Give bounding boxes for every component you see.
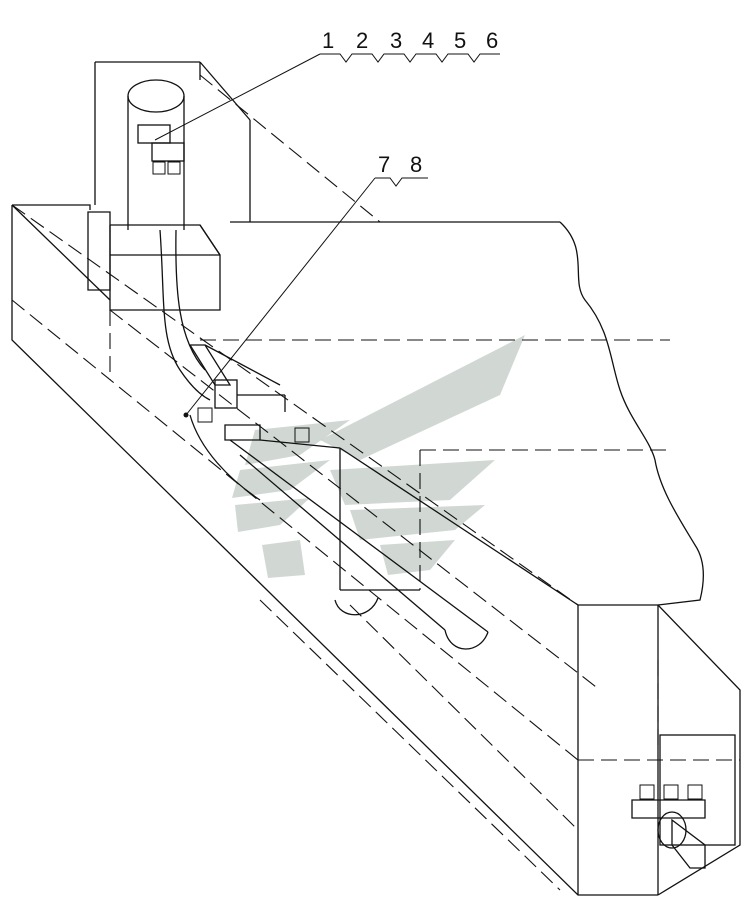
callout-6: 6 — [486, 28, 498, 53]
callout-3: 3 — [390, 28, 402, 53]
callout-8: 8 — [410, 152, 422, 177]
watermark-logo — [232, 335, 525, 578]
callout-1: 1 — [322, 28, 334, 53]
callout-labels-top: 1 2 3 4 5 6 — [322, 28, 498, 53]
sensor-assembly — [631, 734, 736, 869]
callout-2: 2 — [356, 28, 368, 53]
callout-7: 7 — [378, 152, 390, 177]
callout-4: 4 — [422, 28, 434, 53]
leader-lines — [154, 53, 500, 418]
hidden-lines — [11, 74, 740, 891]
callout-5: 5 — [454, 28, 466, 53]
base-block — [11, 204, 741, 896]
tower-structure — [94, 61, 251, 230]
callout-labels-middle: 7 8 — [378, 152, 422, 177]
central-device — [188, 344, 489, 650]
